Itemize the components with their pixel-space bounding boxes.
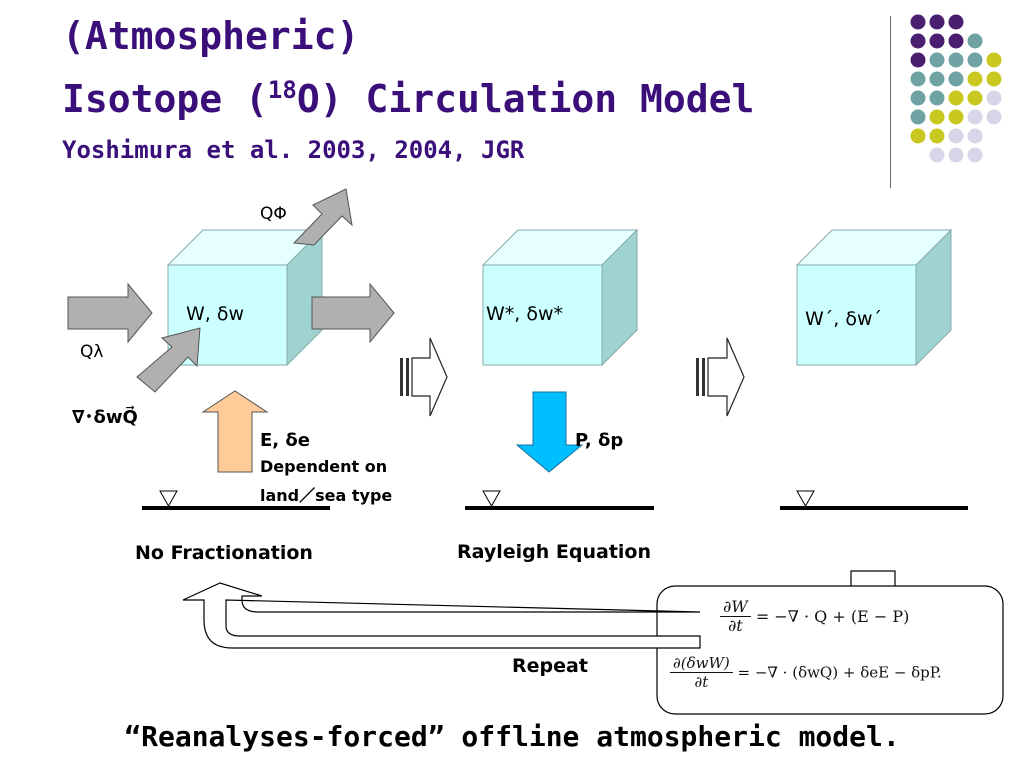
stage-2-label: Rayleigh Equation bbox=[457, 541, 652, 563]
box-1-label: W, δw bbox=[186, 303, 245, 325]
q-phi-label: QΦ bbox=[260, 204, 287, 224]
equation-2: ∂(δwW) ∂t = −∇ · (δwQ) + δeE − δpP. bbox=[670, 654, 942, 691]
decorative-dot bbox=[910, 52, 926, 68]
inflow-arrow-left bbox=[67, 282, 153, 344]
decorative-dot bbox=[948, 71, 964, 87]
decorative-dot bbox=[986, 71, 1002, 87]
q-lambda-arrow bbox=[136, 327, 201, 393]
evaporation-label: E, δe bbox=[260, 430, 310, 451]
decorative-dot bbox=[910, 14, 926, 30]
title-divider bbox=[890, 16, 891, 188]
decorative-dot bbox=[967, 128, 983, 144]
decorative-dot-grid bbox=[910, 14, 1002, 163]
box-3 bbox=[795, 228, 953, 367]
ground-line-1 bbox=[142, 490, 330, 510]
step-arrow-1 bbox=[400, 337, 448, 417]
equation-frame bbox=[656, 570, 1004, 715]
outflow-arrow-right bbox=[311, 282, 395, 344]
box-2-label: W*, δw* bbox=[486, 303, 564, 325]
q-lambda-label: Qλ bbox=[80, 342, 104, 362]
decorative-dot bbox=[948, 147, 964, 163]
decorative-dot bbox=[967, 90, 983, 106]
decorative-dot bbox=[948, 14, 964, 30]
precipitation-label: P, δp bbox=[575, 430, 624, 451]
stage-1-label: No Fractionation bbox=[135, 542, 313, 564]
decorative-dot bbox=[929, 90, 945, 106]
decorative-dot bbox=[967, 33, 983, 49]
decorative-dot bbox=[910, 90, 926, 106]
decorative-dot bbox=[910, 128, 926, 144]
q-phi-arrow bbox=[292, 188, 353, 246]
title-line-1: (Atmospheric) bbox=[62, 14, 360, 58]
footer-caption: “Reanalyses-forced” offline atmospheric … bbox=[124, 720, 900, 753]
decorative-dot bbox=[986, 90, 1002, 106]
equation-1: ∂W ∂t = −∇ · Q + (E − P) bbox=[720, 598, 909, 635]
decorative-dot bbox=[967, 147, 983, 163]
decorative-dot bbox=[967, 109, 983, 125]
decorative-dot bbox=[929, 52, 945, 68]
decorative-dot bbox=[910, 33, 926, 49]
decorative-dot bbox=[929, 71, 945, 87]
decorative-dot bbox=[929, 33, 945, 49]
decorative-dot bbox=[967, 71, 983, 87]
decorative-dot bbox=[948, 33, 964, 49]
divergence-label: ∇･δwQ⃗ bbox=[72, 407, 138, 428]
repeat-label: Repeat bbox=[512, 655, 588, 677]
decorative-dot bbox=[948, 52, 964, 68]
decorative-dot bbox=[929, 147, 945, 163]
decorative-dot bbox=[948, 128, 964, 144]
box-2 bbox=[481, 228, 639, 367]
decorative-dot bbox=[929, 14, 945, 30]
decorative-dot bbox=[948, 109, 964, 125]
title-line-2: Isotope (18O) Circulation Model bbox=[62, 76, 755, 121]
ground-line-2 bbox=[465, 490, 654, 510]
decorative-dot bbox=[910, 109, 926, 125]
title-citation: Yoshimura et al. 2003, 2004, JGR bbox=[62, 136, 525, 164]
step-arrow-2 bbox=[696, 337, 745, 417]
ground-line-3 bbox=[780, 490, 968, 510]
evaporation-note-line-1: Dependent on bbox=[260, 457, 388, 476]
decorative-dot bbox=[948, 90, 964, 106]
decorative-dot bbox=[967, 52, 983, 68]
decorative-dot bbox=[929, 128, 945, 144]
decorative-dot bbox=[910, 71, 926, 87]
decorative-dot bbox=[986, 52, 1002, 68]
evaporation-note-line-2: land／sea type bbox=[260, 486, 393, 505]
repeat-arrow bbox=[182, 582, 701, 649]
decorative-dot bbox=[986, 109, 1002, 125]
precipitation-arrow bbox=[515, 391, 584, 473]
box-3-label: W´, δw´ bbox=[805, 308, 883, 330]
decorative-dot bbox=[929, 109, 945, 125]
evaporation-arrow bbox=[201, 390, 269, 473]
